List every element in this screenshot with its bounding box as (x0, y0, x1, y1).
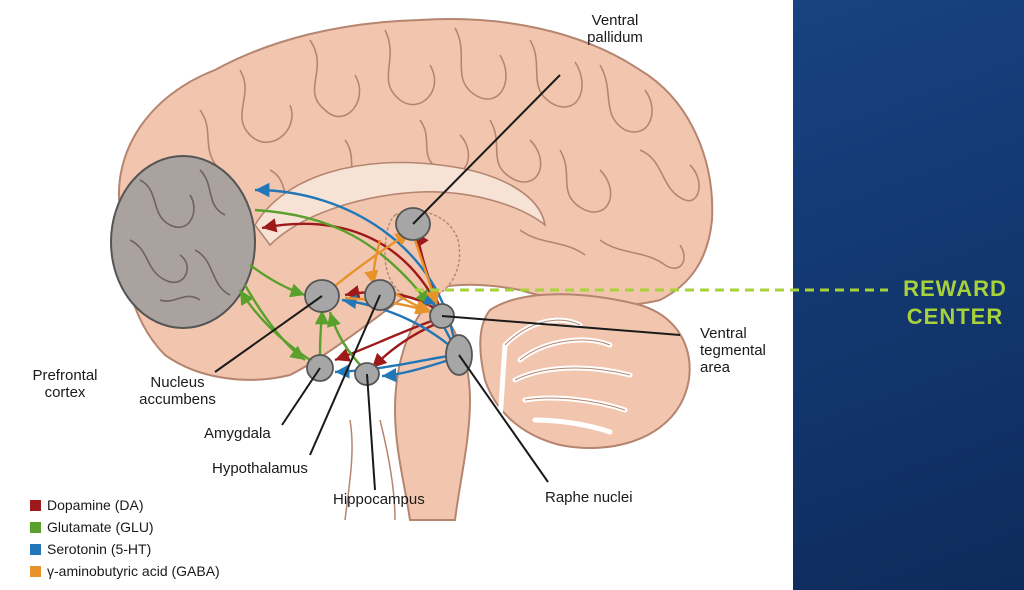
legend-item-serotonin: Serotonin (5-HT) (30, 538, 220, 560)
legend-label: Glutamate (GLU) (47, 519, 154, 535)
prefrontal-gyri (129, 169, 231, 302)
legend-item-dopamine: Dopamine (DA) (30, 494, 220, 516)
legend-item-glutamate: Glutamate (GLU) (30, 516, 220, 538)
legend-label: Serotonin (5-HT) (47, 541, 152, 557)
legend-item-gaba: γ-aminobutyric acid (GABA) (30, 560, 220, 582)
label-hypothalamus: Hypothalamus (212, 460, 308, 477)
legend-label: γ-aminobutyric acid (GABA) (47, 563, 220, 579)
leader-lines (214, 74, 681, 491)
legend-swatch (30, 521, 41, 533)
label-ventral-pallidum: Ventral pallidum (587, 12, 643, 46)
label-hippocampus: Hippocampus (333, 491, 425, 508)
legend-swatch (30, 565, 41, 577)
legend-label: Dopamine (DA) (47, 497, 144, 513)
legend-swatch (30, 543, 41, 555)
label-prefrontal-cortex: Prefrontal cortex (32, 367, 98, 401)
arbor-vitae-outline (504, 319, 631, 411)
corpus-callosum (254, 161, 547, 247)
cerebrum (118, 18, 714, 381)
brain-diagram: Ventral pallidum Prefrontal cortex Nucle… (30, 12, 888, 582)
legend: Dopamine (DA) Glutamate (GLU) Serotonin … (30, 494, 220, 582)
legend-swatch (30, 499, 41, 511)
label-nucleus-accumbens: Nucleus accumbens (139, 374, 216, 408)
label-raphe-nuclei: Raphe nuclei (545, 489, 633, 506)
cerebellum (479, 293, 691, 449)
spinal-lines (344, 419, 396, 521)
label-ventral-tegmental-area: Ventral tegmental area (700, 325, 766, 376)
reward-center-label: REWARD CENTER (903, 276, 1007, 329)
label-amygdala: Amygdala (204, 425, 271, 442)
